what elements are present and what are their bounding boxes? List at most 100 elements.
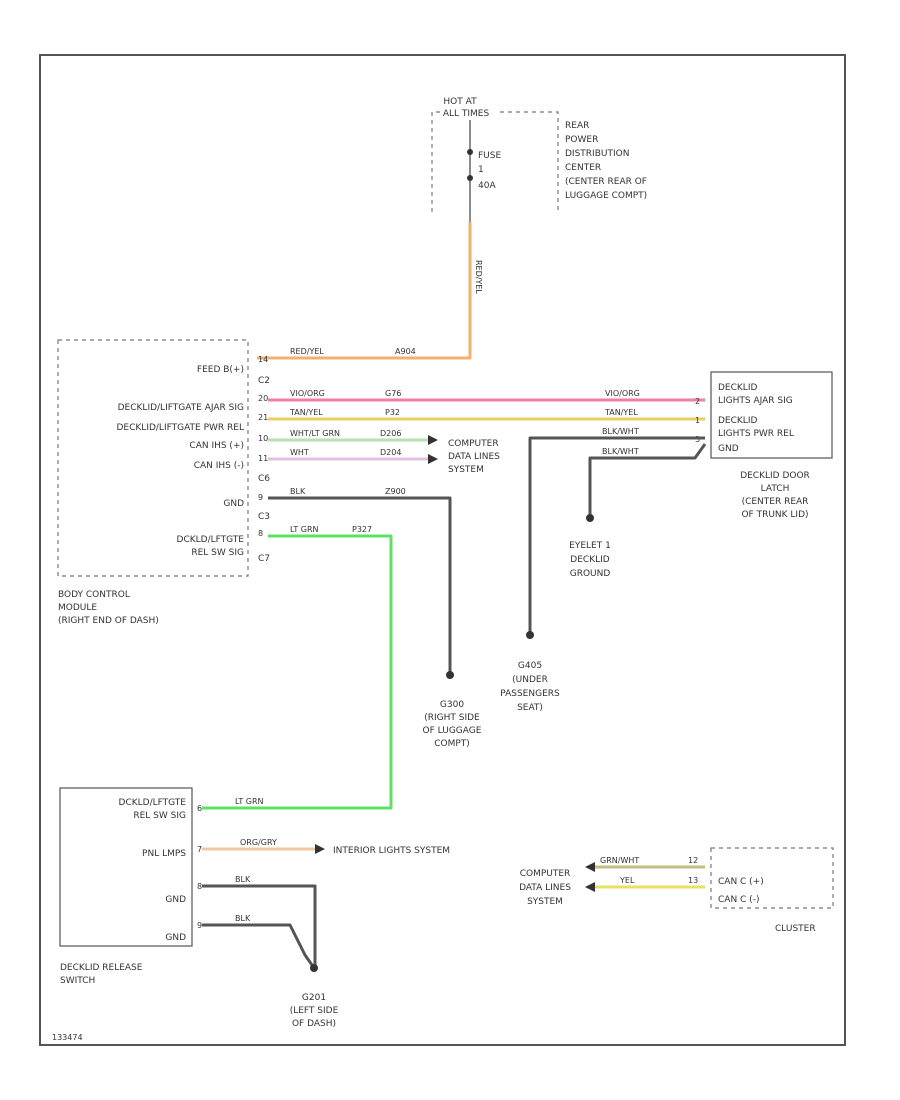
wire-cluster-can-plus-color: GRN/WHT	[600, 856, 639, 865]
bcm-pin-label-can-plus: CAN IHS (+)	[189, 441, 244, 451]
latch-pin-label-1b: LIGHTS AJAR SIG	[718, 396, 793, 406]
interior-lights-label: INTERIOR LIGHTS SYSTEM	[333, 846, 450, 856]
feed-wire-vertical-label: RED/YEL	[474, 260, 483, 294]
bcm-pin-14: 14	[258, 355, 268, 364]
wire-switch-gnd-color-1: BLK	[235, 875, 251, 884]
bcm-outline	[57, 339, 249, 577]
rpdc-label-5: (CENTER REAR OF	[565, 177, 647, 187]
arrow-interior-lights	[315, 844, 325, 854]
wire-can-minus-color: WHT	[290, 448, 309, 457]
arrow-cluster-can-minus	[585, 882, 595, 892]
switch-pin-8: 8	[197, 882, 202, 891]
hot-label-2: ALL TIMES	[443, 109, 490, 119]
fuse-number: 1	[478, 165, 484, 175]
bcm-pin-8: 8	[258, 529, 263, 538]
bcm-pin-21: 21	[258, 413, 268, 422]
cluster-computer-data-2: DATA LINES	[519, 883, 571, 893]
rpdc-label-3: DISTRIBUTION	[565, 149, 629, 159]
bcm-pin-label-pwr-rel: DECKLID/LIFTGATE PWR REL	[117, 423, 245, 433]
switch-pin-label-2: PNL LMPS	[142, 849, 186, 859]
cluster-computer-data-3: SYSTEM	[527, 897, 563, 907]
latch-pin-label-2a: DECKLID	[718, 416, 757, 426]
wire-switch-gnd-2	[202, 923, 314, 966]
computer-data-3: SYSTEM	[448, 465, 484, 475]
wire-pnl-lmps-color: ORG/GRY	[240, 838, 277, 847]
fuse-terminal-top	[467, 149, 473, 155]
switch-pin-7: 7	[197, 845, 202, 854]
bcm-pin-label-rel-sw-2: REL SW SIG	[191, 548, 244, 558]
wire-feed-red-yel	[257, 222, 472, 360]
bcm-conn-c3: C3	[258, 512, 270, 522]
g201-label-3: OF DASH)	[292, 1019, 336, 1029]
g300-label-4: COMPT)	[434, 739, 470, 749]
wire-switch-rel-color: LT GRN	[235, 797, 264, 806]
cluster-pin-label-2: CAN C (-)	[718, 895, 759, 905]
ground-g300-dot	[446, 671, 454, 679]
wire-bcm-gnd-color: BLK	[290, 487, 306, 496]
switch-pin-9: 9	[197, 921, 202, 930]
hot-label-1: HOT AT	[443, 97, 477, 107]
latch-pin-label-gnd: GND	[718, 444, 739, 454]
switch-pin-label-1b: REL SW SIG	[133, 811, 186, 821]
cluster-name: CLUSTER	[775, 924, 816, 934]
rpdc-outline	[431, 111, 559, 212]
latch-pin-label-2b: LIGHTS PWR REL	[718, 429, 794, 439]
bcm-pin-9: 9	[258, 493, 263, 502]
wire-pwr-rel-color-right: TAN/YEL	[604, 408, 638, 417]
rpdc-label-4: CENTER	[565, 163, 601, 173]
switch-name-1: DECKLID RELEASE	[60, 963, 143, 973]
cluster-pin-label-1: CAN C (+)	[718, 877, 764, 887]
computer-data-2: DATA LINES	[448, 452, 500, 462]
switch-name-2: SWITCH	[60, 976, 95, 986]
latch-pin-1: 1	[695, 416, 700, 425]
decklid-release-switch: DCKLD/LFTGTE REL SW SIG 6 PNL LMPS 7 GND…	[59, 787, 202, 986]
body-control-module: FEED B(+) 14 C2 DECKLID/LIFTGATE AJAR SI…	[57, 339, 270, 626]
arrow-cluster-can-plus	[585, 862, 595, 872]
latch-name-2: LATCH	[761, 484, 790, 494]
wire-latch-gnd-color-2: BLK/WHT	[602, 447, 639, 456]
bcm-pin-10: 10	[258, 434, 268, 443]
cluster-pin-12: 12	[688, 856, 698, 865]
wire-latch-gnd-color-1: BLK/WHT	[602, 427, 639, 436]
bcm-pin-20: 20	[258, 394, 268, 403]
bcm-pin-label-ajar: DECKLID/LIFTGATE AJAR SIG	[118, 403, 244, 413]
g300-label-1: G300	[440, 700, 464, 710]
bcm-name-3: (RIGHT END OF DASH)	[58, 616, 159, 626]
g405-label-3: PASSENGERS	[500, 689, 560, 699]
latch-outline	[710, 371, 833, 459]
bcm-name-1: BODY CONTROL	[58, 590, 130, 600]
wire-pwr-rel-circuit: P32	[385, 408, 400, 417]
ground-eyelet-dot	[586, 514, 594, 522]
bcm-pin-11: 11	[258, 454, 268, 463]
fuse-terminal-bottom	[467, 175, 473, 181]
ground-g201-dot	[310, 964, 318, 972]
g405-label-1: G405	[518, 661, 542, 671]
g405-label-2: (UNDER	[512, 675, 548, 685]
wire-can-plus-circuit: D206	[380, 429, 401, 438]
wire-rel-sw-color: LT GRN	[290, 525, 319, 534]
g201-label-2: (LEFT SIDE	[290, 1006, 339, 1016]
wire-ajar-color: VIO/ORG	[290, 389, 325, 398]
latch-name-3: (CENTER REAR	[742, 497, 809, 507]
wire-cluster-can-minus-color: YEL	[619, 876, 635, 885]
wire-latch-gnd-eyelet	[588, 443, 707, 515]
fuse-amps: 40A	[478, 181, 496, 191]
latch-name-1: DECKLID DOOR	[740, 471, 810, 481]
switch-pin-label-4: GND	[165, 933, 186, 943]
latch-name-4: OF TRUNK LID)	[741, 510, 808, 520]
wire-pwr-rel-color: TAN/YEL	[289, 408, 323, 417]
g201-label-1: G201	[302, 993, 326, 1003]
bcm-pin-label-feed: FEED B(+)	[197, 365, 244, 375]
bcm-pin-label-can-minus: CAN IHS (-)	[194, 461, 244, 471]
switch-pin-label-1a: DCKLD/LFTGTE	[119, 798, 187, 808]
wire-feed-circuit: A904	[395, 347, 416, 356]
g405-label-4: SEAT)	[517, 703, 543, 713]
bcm-conn-c7: C7	[258, 554, 270, 564]
wire-switch-gnd-color-2: BLK	[235, 914, 251, 923]
rpdc-label-2: POWER	[565, 135, 598, 145]
eyelet-label-3: GROUND	[570, 569, 611, 579]
switch-pin-6: 6	[197, 804, 202, 813]
g300-label-3: OF LUGGAGE	[423, 726, 482, 736]
wire-latch-gnd-g405	[528, 436, 705, 632]
cluster-computer-data-1: COMPUTER	[520, 869, 571, 879]
